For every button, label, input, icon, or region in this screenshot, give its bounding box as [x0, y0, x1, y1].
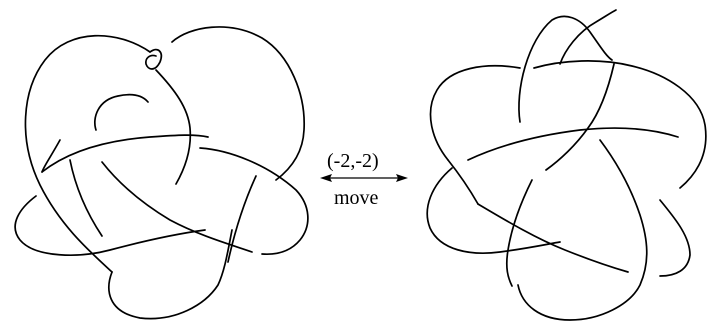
right-knot-diagram — [426, 9, 707, 321]
right-knot-strand — [545, 63, 615, 171]
double-arrow-icon — [320, 174, 408, 182]
left-knot-strand — [171, 26, 305, 181]
left-knot-strand — [41, 134, 209, 173]
left-knot-strand — [69, 159, 103, 237]
right-knot-strand — [559, 9, 617, 65]
right-knot-strand — [517, 139, 648, 321]
left-knot-strand — [108, 229, 233, 320]
left-knot-strand — [41, 139, 61, 173]
right-knot-strand — [447, 159, 479, 205]
right-knot-strand — [659, 199, 691, 277]
right-knot-strand — [426, 167, 561, 255]
left-knot-strand — [94, 93, 149, 131]
right-knot-strand — [429, 65, 521, 161]
left-knot-diagram — [14, 26, 309, 320]
move-coordinates-label: (-2,-2) — [327, 150, 379, 172]
right-knot-strand — [467, 127, 679, 161]
left-knot-strand — [145, 48, 163, 70]
right-knot-strand — [533, 60, 707, 189]
right-knot-strand — [518, 15, 613, 123]
right-knot-strand — [477, 203, 629, 273]
move-name-label: move — [334, 187, 379, 209]
right-knot-strand — [505, 179, 533, 287]
left-knot-strand — [24, 34, 151, 273]
left-knot-strand — [227, 175, 257, 263]
left-knot-strand — [199, 147, 309, 256]
left-knot-strand — [14, 195, 206, 256]
left-knot-strand — [155, 69, 192, 185]
